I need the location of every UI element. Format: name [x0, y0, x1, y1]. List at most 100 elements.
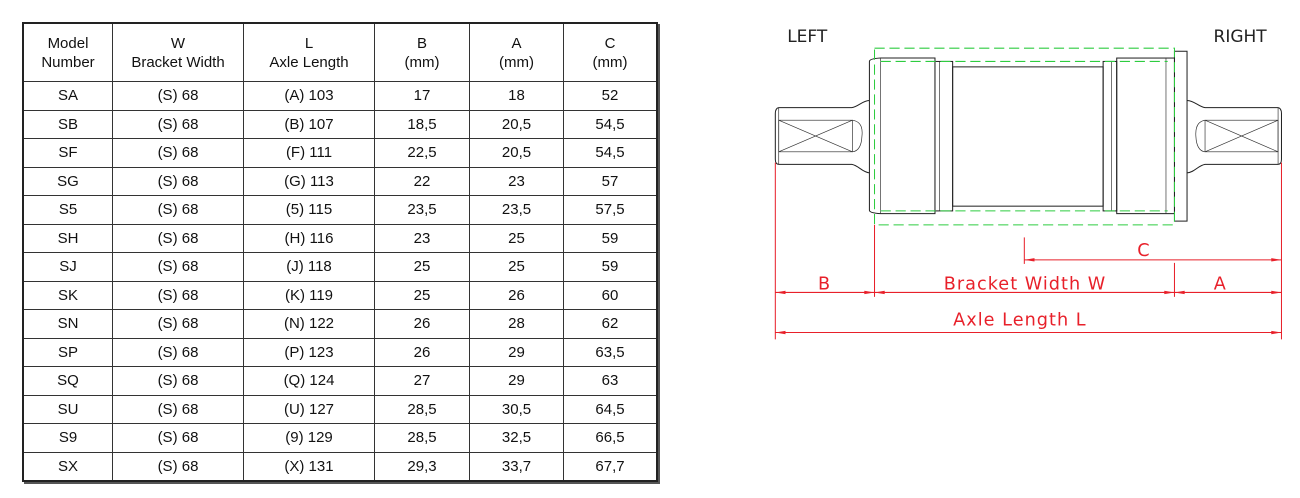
- cell-c-value: 59: [563, 252, 658, 282]
- cell-a-value: 20,5: [469, 109, 564, 139]
- cell-a-value: 30,5: [469, 394, 564, 424]
- cell-b-value: 26: [374, 309, 470, 339]
- cell-axle-length: (K) 119: [243, 280, 375, 310]
- cell-model-number: SJ: [22, 252, 113, 282]
- cell-a-value: 32,5: [469, 423, 564, 453]
- cell-c-value: 66,5: [563, 423, 658, 453]
- header-line: B: [416, 34, 427, 52]
- cell-model-number: SU: [22, 394, 113, 424]
- cell-axle-length: (P) 123: [243, 337, 375, 367]
- header-line: Number: [41, 53, 95, 71]
- cell-c-value: 54,5: [563, 138, 658, 168]
- dimension-a-label: A: [1214, 274, 1227, 294]
- cell-bracket-width: (S) 68: [112, 280, 244, 310]
- right-axle: [1186, 100, 1282, 174]
- cell-a-value: 18: [469, 81, 564, 111]
- cell-b-value: 28,5: [374, 394, 470, 424]
- header-line: A: [511, 34, 522, 52]
- cell-model-number: SN: [22, 309, 113, 339]
- cell-axle-length: (G) 113: [243, 166, 375, 196]
- cell-bracket-width: (S) 68: [112, 138, 244, 168]
- cell-c-value: 67,7: [563, 451, 658, 482]
- cell-model-number: SA: [22, 81, 113, 111]
- header-line: (mm): [404, 53, 440, 71]
- cell-axle-length: (U) 127: [243, 394, 375, 424]
- dimension-l-label: Axle Length L: [953, 311, 1087, 331]
- cell-c-value: 63,5: [563, 337, 658, 367]
- header-line: C: [604, 34, 616, 52]
- cell-c-value: 54,5: [563, 109, 658, 139]
- cell-b-value: 18,5: [374, 109, 470, 139]
- left-axle: [774, 100, 870, 174]
- cell-b-value: 25: [374, 280, 470, 310]
- cell-axle-length: (F) 111: [243, 138, 375, 168]
- cell-axle-length: (B) 107: [243, 109, 375, 139]
- cell-b-value: 23: [374, 223, 470, 253]
- cell-axle-length: (H) 116: [243, 223, 375, 253]
- cell-bracket-width: (S) 68: [112, 223, 244, 253]
- cell-c-value: 57: [563, 166, 658, 196]
- cell-c-value: 59: [563, 223, 658, 253]
- cell-bracket-width: (S) 68: [112, 337, 244, 367]
- cell-c-value: 52: [563, 81, 658, 111]
- cell-a-value: 25: [469, 223, 564, 253]
- right-label: RIGHT: [1214, 27, 1268, 47]
- cell-bracket-width: (S) 68: [112, 166, 244, 196]
- header-a: A(mm): [469, 22, 564, 82]
- cell-model-number: SK: [22, 280, 113, 310]
- cell-c-value: 57,5: [563, 195, 658, 225]
- cell-axle-length: (Q) 124: [243, 366, 375, 396]
- cell-bracket-width: (S) 68: [112, 451, 244, 482]
- cell-b-value: 23,5: [374, 195, 470, 225]
- cell-axle-length: (5) 115: [243, 195, 375, 225]
- cell-model-number: SX: [22, 451, 113, 482]
- cell-model-number: SP: [22, 337, 113, 367]
- header-line: Bracket Width: [131, 53, 225, 71]
- cell-axle-length: (N) 122: [243, 309, 375, 339]
- cell-c-value: 62: [563, 309, 658, 339]
- cell-bracket-width: (S) 68: [112, 195, 244, 225]
- cell-c-value: 64,5: [563, 394, 658, 424]
- cell-a-value: 29: [469, 366, 564, 396]
- cell-a-value: 28: [469, 309, 564, 339]
- cell-bracket-width: (S) 68: [112, 109, 244, 139]
- dimension-c-label: C: [1137, 241, 1150, 261]
- cell-model-number: SF: [22, 138, 113, 168]
- cell-a-value: 23,5: [469, 195, 564, 225]
- cell-model-number: SH: [22, 223, 113, 253]
- header-c: C(mm): [563, 22, 658, 82]
- cell-c-value: 63: [563, 366, 658, 396]
- cell-model-number: S9: [22, 423, 113, 453]
- dimension-b-label: B: [818, 274, 831, 294]
- header-b: B(mm): [374, 22, 470, 82]
- cell-bracket-width: (S) 68: [112, 394, 244, 424]
- cell-a-value: 26: [469, 280, 564, 310]
- cell-a-value: 25: [469, 252, 564, 282]
- header-line: L: [304, 34, 314, 52]
- cell-bracket-width: (S) 68: [112, 252, 244, 282]
- cell-b-value: 28,5: [374, 423, 470, 453]
- cell-model-number: S5: [22, 195, 113, 225]
- cell-b-value: 22,5: [374, 138, 470, 168]
- cell-model-number: SB: [22, 109, 113, 139]
- cell-bracket-width: (S) 68: [112, 81, 244, 111]
- cell-b-value: 17: [374, 81, 470, 111]
- cell-b-value: 22: [374, 166, 470, 196]
- header-line: (mm): [592, 53, 628, 71]
- cell-model-number: SG: [22, 166, 113, 196]
- cell-c-value: 60: [563, 280, 658, 310]
- cell-model-number: SQ: [22, 366, 113, 396]
